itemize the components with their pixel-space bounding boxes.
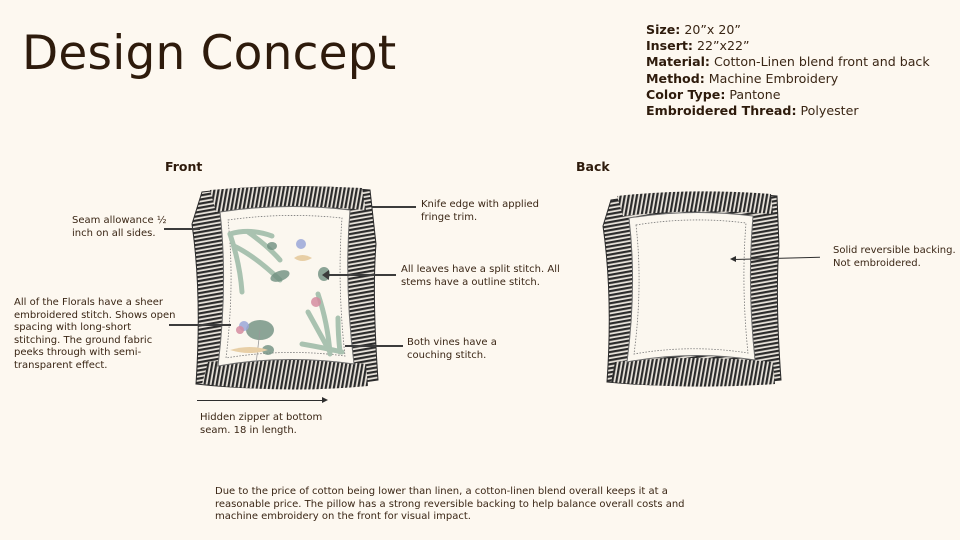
spec-method: Method: Machine Embroidery — [646, 71, 930, 87]
arrowhead-icon — [322, 270, 329, 280]
back-heading: Back — [576, 159, 610, 174]
annotation-zipper: Hidden zipper at bottom seam. 18 in leng… — [200, 412, 323, 436]
leaves-leader-line — [326, 274, 396, 276]
flower-icon — [311, 297, 321, 307]
florals-leader-line — [169, 324, 231, 326]
back-pillow-illustration — [602, 191, 782, 387]
sand-motif — [294, 255, 312, 261]
spec-value: 20”x 20” — [684, 22, 741, 37]
annotation-seam-allowance: Seam allowance ½ inch on all sides. — [72, 215, 167, 239]
sand-motif — [230, 347, 268, 353]
annotation-vines: Both vines have a couching stitch. — [407, 337, 497, 361]
seam-leader-line — [164, 228, 200, 230]
arrowhead-icon — [730, 256, 736, 262]
pillow-face — [626, 211, 756, 363]
spec-label: Color Type: — [646, 86, 726, 102]
zipper-arrow-line — [197, 400, 323, 401]
spec-value: Cotton-Linen blend front and back — [714, 54, 930, 70]
spec-value: 22”x22” — [696, 38, 750, 54]
specs-list: Size: 20”x 20” Insert: 22”x22” Material:… — [646, 22, 930, 119]
spec-label: Method: — [646, 70, 705, 86]
front-pillow-illustration — [191, 185, 379, 390]
page-title: Design Concept — [22, 26, 397, 81]
flower-icon — [296, 239, 306, 249]
spec-label: Embroidered Thread: — [646, 103, 797, 119]
leaf-icon — [267, 242, 277, 250]
spec-value: Pantone — [729, 86, 781, 102]
spec-insert: Insert: 22”x22” — [646, 38, 930, 54]
annotation-knife-edge: Knife edge with applied fringe trim. — [421, 199, 539, 223]
leaf-icon — [270, 270, 290, 282]
annotation-leaves-stems: All leaves have a split stitch. All stem… — [401, 264, 560, 288]
spec-label: Material: — [646, 54, 710, 70]
annotation-florals: All of the Florals have a sheer embroide… — [14, 297, 176, 371]
spec-value: Machine Embroidery — [708, 70, 839, 86]
summary-paragraph: Due to the price of cotton being lower t… — [215, 486, 685, 522]
spec-label: Insert: — [646, 38, 693, 54]
spec-size: Size: 20”x 20” — [646, 22, 930, 38]
arrowhead-icon — [322, 397, 328, 403]
spec-value: Polyester — [800, 103, 859, 119]
spec-material: Material: Cotton-Linen blend front and b… — [646, 54, 930, 70]
front-heading: Front — [165, 159, 203, 174]
spec-thread: Embroidered Thread: Polyester — [646, 103, 930, 119]
flower-icon — [236, 326, 244, 334]
vines-leader-line — [345, 345, 403, 347]
knife-edge-leader-line — [372, 206, 416, 208]
spec-color-type: Color Type: Pantone — [646, 87, 930, 103]
annotation-backing: Solid reversible backing. Not embroidere… — [833, 245, 956, 269]
spec-label: Size: — [646, 22, 681, 37]
